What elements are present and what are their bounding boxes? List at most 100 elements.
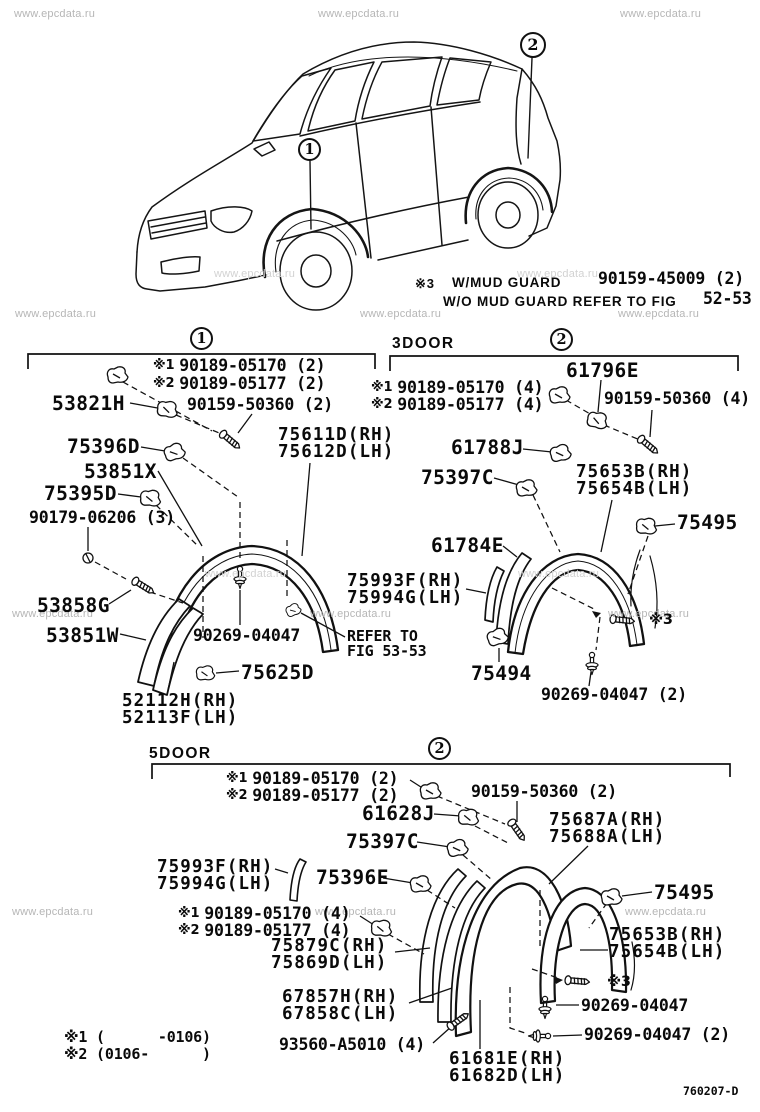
mudguard-with-label: W/MUD GUARD [452,275,562,290]
part-number-rh: 75993F(RH) [157,857,274,877]
part-label-53851w: 53851W [46,624,119,647]
callout-1-section: 1 [190,327,213,350]
part-label-75653b-75654b-5door: 75653B(RH) 75654B(LH) [609,925,726,961]
part-label-90189-05170-3door: ※1 90189-05170 (4) [371,378,544,397]
watermark: www.epcdata.ru [620,8,702,20]
part-number-lh: 52113F(LH) [122,708,239,728]
part-label-90269-04047-5door-b: 90269-04047 (2) [584,1025,731,1044]
mudguard-note-ref: ※3 [415,276,435,291]
part-label-75495-3door: 75495 [677,511,738,534]
part-number: 90189-05177 (4) [204,921,351,940]
note2-ref: ※2 [153,376,175,391]
part-label-53851x: 53851X [84,460,157,483]
watermark: www.epcdata.ru [315,906,397,918]
rear-5door-drawing [289,858,636,1038]
part-label-75653b-75654b-3door: 75653B(RH) 75654B(LH) [576,462,693,499]
note3-ref-5door: ※3 [607,974,631,990]
part-label-90159-50360-5door: 90159-50360 (2) [471,782,618,801]
part-label-75397c-5door: 75397C [346,830,419,853]
note2-ref: ※2 [178,923,200,938]
part-number-rh: 75653B(RH) [576,462,693,482]
rear-5door-leaders [274,779,653,1049]
part-label-52112h-52113f: 52112H(RH) 52113F(LH) [122,691,239,728]
part-number-lh: 75654B(LH) [576,479,693,499]
part-label-90189-05170-front: ※1 90189-05170 (2) [153,356,326,375]
watermark: www.epcdata.ru [318,8,400,20]
watermark: www.epcdata.ru [205,568,287,580]
part-label-75993f-75994g-3door: 75993F(RH) 75994G(LH) [347,571,464,608]
watermark: www.epcdata.ru [12,608,94,620]
note3-arrowhead-3door [592,611,601,618]
watermark: www.epcdata.ru [310,608,392,620]
section-title-3door: 3DOOR [392,335,455,352]
part-label-75494: 75494 [471,662,532,685]
figure-code: 760207-D [683,1084,739,1098]
part-number-lh: 75612D(LH) [278,442,395,462]
part-label-61784e: 61784E [431,534,504,557]
part-label-90179-06206: 90179-06206 (3) [29,508,176,527]
part-number: 90189-05170 (2) [179,356,326,375]
part-label-75625d: 75625D [241,661,314,684]
watermark: www.epcdata.ru [517,268,599,280]
watermark: www.epcdata.ru [608,608,690,620]
note1-ref: ※1 [153,358,175,373]
note2-ref: ※2 [226,788,248,803]
refer-line1: REFER TO [347,627,418,645]
part-number-rh: 52112H(RH) [122,691,239,711]
part-label-90269-04047-5door-a: 90269-04047 [581,996,689,1015]
part-number: 90189-05177 (2) [179,374,326,393]
callout-1-on-car: 1 [298,138,321,161]
part-number: 90189-05177 (2) [252,786,399,805]
part-label-90159-50360-front: 90159-50360 (2) [187,395,334,414]
part-label-75396d: 75396D [67,435,140,458]
front-molding-drawing [137,544,340,696]
part-label-90189-05177-5door-b: ※2 90189-05177 (4) [178,921,351,940]
watermark: www.epcdata.ru [14,8,96,20]
footnote-1: ※1 ( -0106) [64,1028,211,1046]
part-number-lh: 67858C(LH) [282,1004,399,1024]
part-number-lh: 75688A(LH) [549,827,666,847]
part-number-rh: 75993F(RH) [347,571,464,591]
part-number: 90189-05170 (4) [204,904,351,923]
section-brackets [27,353,739,779]
part-number-rh: 75687A(RH) [549,810,666,830]
part-number-lh: 75869D(LH) [271,953,388,973]
callout-2-3door: 2 [550,328,573,351]
part-number-rh: 61681E(RH) [449,1049,566,1069]
part-number-rh: 67857H(RH) [282,987,399,1007]
part-label-67857h-67858c: 67857H(RH) 67858C(LH) [282,987,399,1024]
refer-note: REFER TO FIG 53-53 [347,627,427,660]
callout-2-on-car: 2 [520,32,546,58]
part-label-75993f-75994g-5door: 75993F(RH) 75994G(LH) [157,857,274,894]
note1-ref: ※1 [371,380,393,395]
part-number-rh: 75653B(RH) [609,925,726,945]
refer-line2: FIG 53-53 [347,642,427,660]
part-number-lh: 75994G(LH) [157,874,274,894]
part-label-61788j: 61788J [451,436,524,459]
rear-3door-leaders [465,379,676,687]
part-label-75687a-75688a: 75687A(RH) 75688A(LH) [549,810,666,847]
part-label-61796e: 61796E [566,359,639,382]
part-label-90269-04047-3door: 90269-04047 (2) [541,685,688,704]
mudguard-without-label: W/O MUD GUARD REFER TO FIG [443,294,677,309]
rear-3door-drawing [484,549,658,656]
part-label-75395d: 75395D [44,482,117,505]
part-label-75396e: 75396E [316,866,389,889]
part-label-61681e-61682d: 61681E(RH) 61682D(LH) [449,1049,566,1085]
part-number-lh: 75994G(LH) [347,588,464,608]
watermark: www.epcdata.ru [618,308,700,320]
part-label-75879c-75869d: 75879C(RH) 75869D(LH) [271,937,388,973]
part-number: 90189-05170 (4) [397,378,544,397]
note3-ref-3door: ※3 [649,612,673,628]
part-label-53821h: 53821H [52,392,125,415]
watermark: www.epcdata.ru [625,906,707,918]
part-label-53858g: 53858G [37,594,110,617]
rear-3door-dashed [532,399,649,651]
callout-2-5door: 2 [428,737,451,760]
part-label-75611d-75612d: 75611D(RH) 75612D(LH) [278,426,395,462]
part-label-75397c-3door: 75397C [421,466,494,489]
